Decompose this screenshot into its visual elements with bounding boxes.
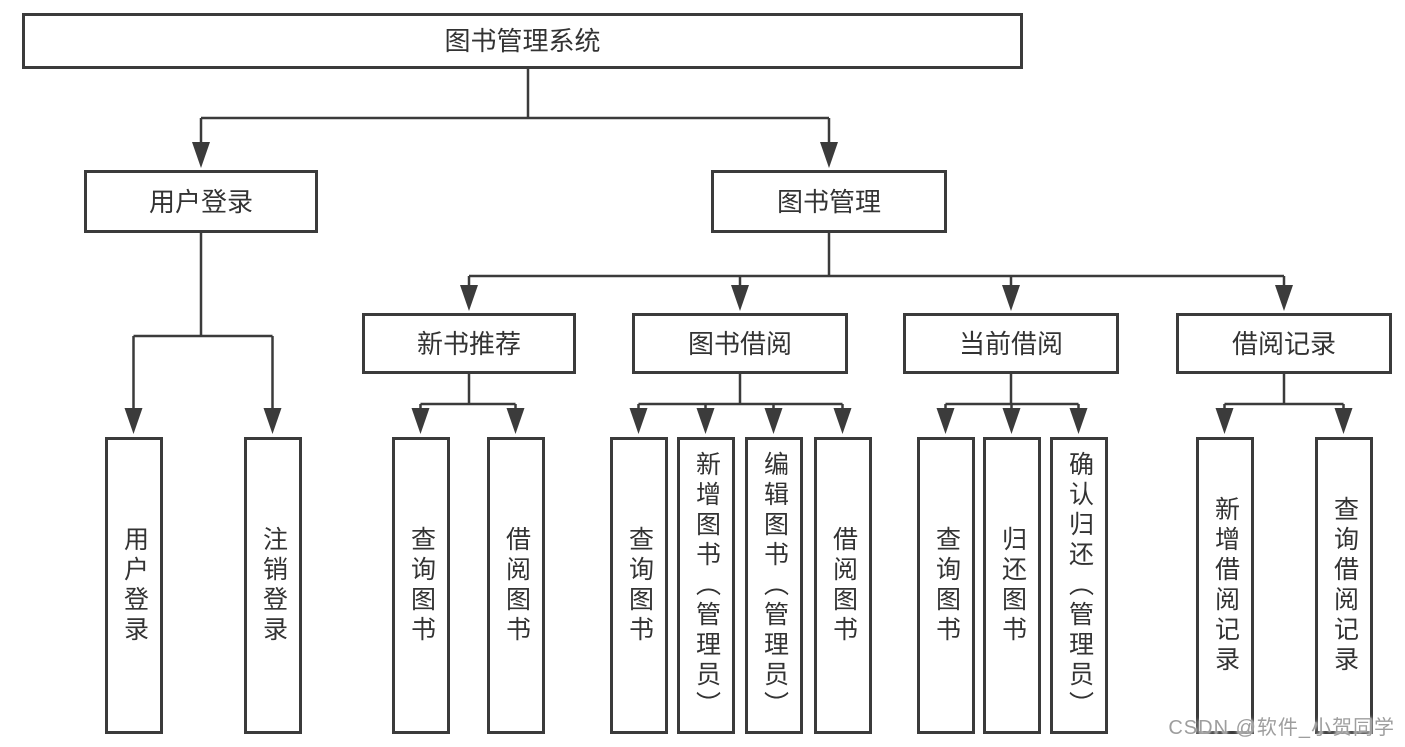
leaf-logout: 注销登录 — [244, 437, 302, 734]
node-borrow-records: 借阅记录 — [1176, 313, 1392, 374]
leaf-borrow-books-recommend: 借阅图书 — [487, 437, 545, 734]
csdn-watermark: CSDN @软件_小贺同学 — [1168, 717, 1395, 739]
node-root-system: 图书管理系统 — [22, 13, 1023, 69]
leaf-borrow-books: 借阅图书 — [814, 437, 872, 734]
leaf-query-books-current: 查询图书 — [917, 437, 975, 734]
leaf-return-books: 归还图书 — [983, 437, 1041, 734]
node-new-book-recommend: 新书推荐 — [362, 313, 576, 374]
leaf-query-borrow-record: 查询借阅记录 — [1315, 437, 1373, 734]
leaf-add-book-admin: 新增图书（管理员） — [677, 437, 735, 734]
leaf-query-books-recommend: 查询图书 — [392, 437, 450, 734]
node-user-login: 用户登录 — [84, 170, 318, 233]
leaf-add-borrow-record: 新增借阅记录 — [1196, 437, 1254, 734]
node-current-borrow: 当前借阅 — [903, 313, 1119, 374]
node-book-borrow: 图书借阅 — [632, 313, 848, 374]
leaf-edit-book-admin: 编辑图书（管理员） — [745, 437, 803, 734]
leaf-user-login: 用户登录 — [105, 437, 163, 734]
leaf-query-books-borrow: 查询图书 — [610, 437, 668, 734]
node-book-management: 图书管理 — [711, 170, 947, 233]
leaf-confirm-return-admin: 确认归还（管理员） — [1050, 437, 1108, 734]
arrowhead-icons — [124, 142, 1353, 434]
